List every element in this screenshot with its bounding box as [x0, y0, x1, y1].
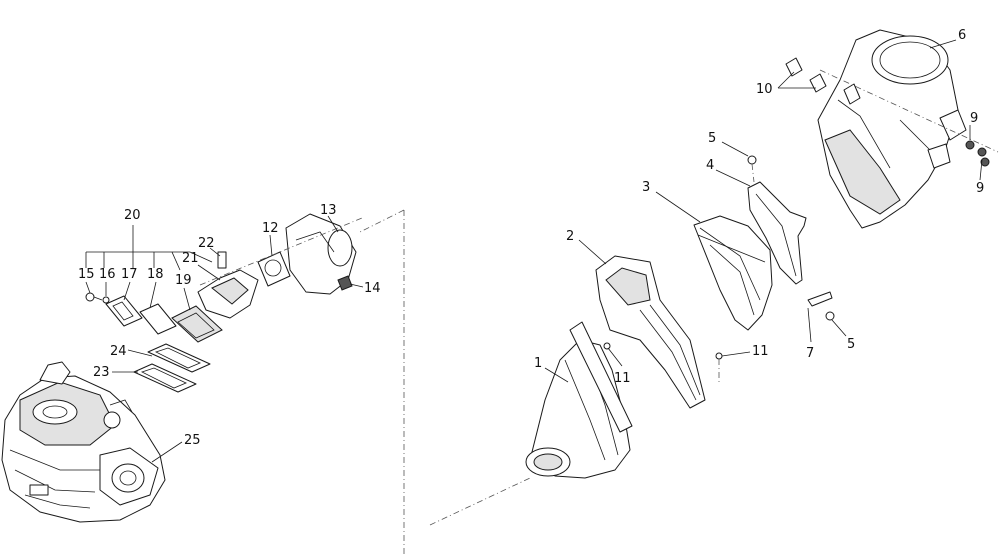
- callout-19: 19: [175, 273, 192, 288]
- callout-25: 25: [184, 433, 201, 448]
- callout-13: 13: [320, 203, 337, 218]
- callout-5a: 5: [708, 131, 716, 146]
- callout-18: 18: [147, 267, 164, 282]
- callout-17: 17: [121, 267, 138, 282]
- callout-5b: 5: [847, 337, 855, 352]
- engine-assembly: [1, 361, 166, 523]
- leaders-left: [85, 215, 364, 463]
- air-filter-element: [693, 215, 773, 331]
- axis-line-right: [429, 477, 531, 526]
- callout-4: 4: [706, 158, 714, 173]
- callout-20: 20: [124, 208, 141, 223]
- callout-2: 2: [566, 229, 574, 244]
- callout-21: 21: [182, 251, 199, 266]
- callout-14: 14: [364, 281, 381, 296]
- filter-frame: [603, 155, 835, 385]
- callout-22: 22: [198, 236, 215, 251]
- callout-9b: 9: [976, 181, 984, 196]
- callout-labels: 1 2 3 4 5 5 6 7 9 9 10 11 11 12 13 14 15…: [78, 28, 984, 448]
- callout-15: 15: [78, 267, 95, 282]
- callout-6: 6: [958, 28, 966, 43]
- callout-3: 3: [642, 180, 650, 195]
- callout-11b: 11: [752, 344, 769, 359]
- intake-boot: [525, 321, 633, 479]
- callout-11a: 11: [614, 371, 631, 386]
- callout-12: 12: [262, 221, 279, 236]
- callout-1: 1: [534, 356, 542, 371]
- leaders-right: [544, 39, 983, 383]
- airbox-housing: [785, 29, 999, 229]
- filter-cage: [595, 255, 706, 409]
- reed-valve-parts: [85, 213, 363, 393]
- axis-line-left: [199, 217, 363, 286]
- callout-24: 24: [110, 344, 127, 359]
- callout-16: 16: [99, 267, 116, 282]
- callout-9a: 9: [970, 111, 978, 126]
- callout-7: 7: [806, 346, 814, 361]
- divider-slant-line: [359, 209, 405, 233]
- callout-23: 23: [93, 365, 110, 380]
- callout-10: 10: [756, 82, 773, 97]
